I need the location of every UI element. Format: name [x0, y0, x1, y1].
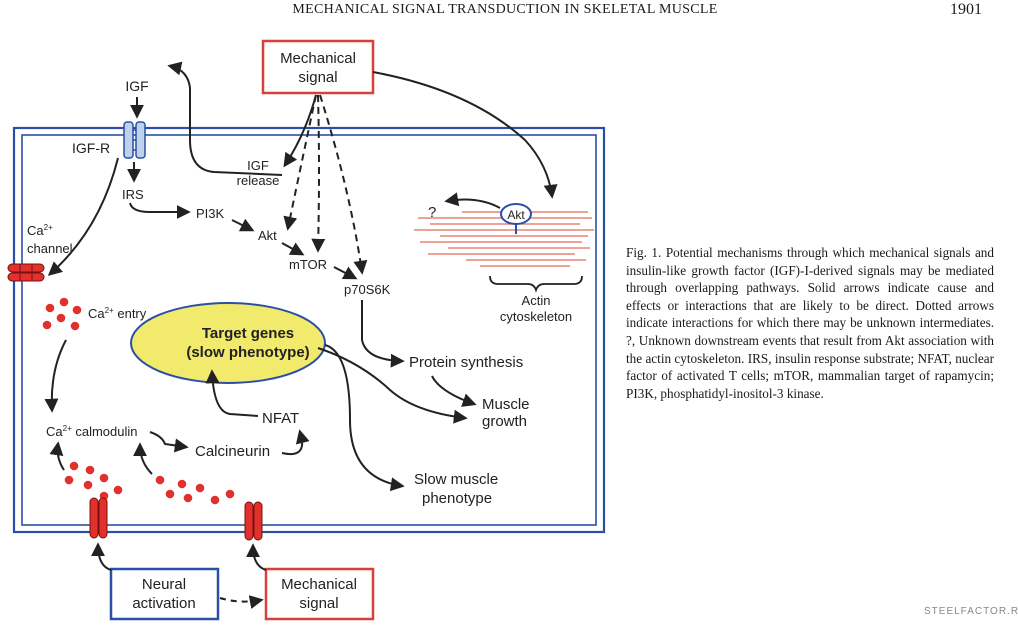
neural-to-mech-dotted-arrow: [219, 595, 264, 609]
ca-dots-bottom-right: [155, 475, 235, 505]
mech-to-mtor-dotted-arrow: [311, 94, 326, 253]
p70s6k-to-protein-synthesis-arrow: [361, 300, 405, 368]
cell-membrane-outer: [12, 126, 606, 534]
calmodulin-to-calcineurin-arrow: [149, 431, 189, 453]
mech-to-akt-dotted-arrow: [283, 94, 317, 231]
target-genes-line2: (slow phenotype): [186, 344, 309, 361]
slow-muscle-line2: phenotype: [422, 490, 492, 507]
akt-cytoskeleton-label: Akt: [507, 208, 525, 222]
ca-entry-label: Ca2+ entry: [88, 306, 147, 321]
ca-calmodulin-label: Ca2+ calmodulin: [46, 424, 138, 439]
unknown-question-mark: ?: [428, 204, 436, 221]
akt-label: Akt: [258, 228, 277, 243]
ca-entry-to-calmodulin-arrow: [44, 339, 67, 413]
ca-channel-left: [7, 263, 45, 282]
irs-to-pi3k-arrow: [129, 202, 191, 219]
akt-to-mtor-arrow: [281, 242, 305, 256]
igf-release-line1: IGF: [247, 158, 269, 173]
nucleus-to-growth-arrow: [317, 347, 468, 424]
ca-channel-word: channel: [27, 241, 73, 256]
nucleus-target-genes: [130, 302, 326, 384]
ca-channel-label: Ca2+: [27, 223, 53, 238]
slow-muscle-line1: Slow muscle: [414, 471, 498, 488]
igf-receptor: [123, 121, 146, 159]
pi3k-label: PI3K: [196, 206, 225, 221]
akt-to-unknown-arrow: [444, 192, 501, 209]
target-genes-line1: Target genes: [202, 325, 294, 342]
ca-channel-bottom-right: [244, 501, 263, 541]
ca-dots-bottom-left: [64, 461, 123, 501]
figure-caption: Fig. 1. Potential mechanisms through whi…: [626, 245, 994, 401]
igf-r-to-ca-channel-arrow: [47, 157, 119, 276]
pi3k-to-akt-arrow: [231, 218, 255, 232]
nfat-to-nucleus-arrow: [205, 369, 259, 417]
igf-release-to-igf-arrow: [167, 61, 283, 176]
mechanical-signal-top-line1: Mechanical: [280, 50, 356, 67]
actin-brace: [489, 275, 583, 293]
mech-to-p70s6k-dotted-arrow: [319, 94, 368, 275]
protein-synthesis-label: Protein synthesis: [409, 354, 523, 371]
bottom-ca-to-calmodulin-arrow-right: [133, 442, 153, 475]
muscle-growth-line2: growth: [482, 413, 527, 430]
mechanical-signal-bottom-line1: Mechanical: [281, 576, 357, 593]
ca-channel-bottom-left: [89, 497, 108, 539]
mechanical-signal-bottom-line2: signal: [299, 595, 338, 612]
ca-entry-dots: [42, 297, 82, 331]
actin-label-line2: cytoskeleton: [500, 309, 572, 324]
calcineurin-to-nfat-arrow: [281, 429, 310, 456]
muscle-growth-line1: Muscle: [482, 396, 530, 413]
igf-r-label: IGF-R: [72, 140, 110, 156]
nfat-label: NFAT: [262, 410, 299, 427]
neural-activation-line1: Neural: [142, 576, 186, 593]
irs-label: IRS: [122, 187, 144, 202]
igf-label: IGF: [125, 78, 148, 94]
mech-to-igf-release-arrow: [283, 94, 317, 168]
p70s6k-label: p70S6K: [344, 282, 391, 297]
neural-activation-box: [109, 567, 220, 621]
neural-activation-line2: activation: [132, 595, 195, 612]
mtor-to-p70s6k-arrow: [333, 266, 358, 280]
mechanical-signal-box-top: [261, 39, 375, 95]
igf-release-line2: release: [237, 173, 280, 188]
mech-to-channel-arrow: [246, 543, 267, 571]
page-number: 1901: [950, 1, 982, 18]
mtor-label: mTOR: [289, 257, 327, 272]
watermark: STEELFACTOR.RU: [924, 606, 1018, 617]
mechanical-signal-box-bottom: [264, 567, 375, 621]
cell-membrane-inner: [21, 134, 597, 526]
mechanical-signal-top-line2: signal: [298, 69, 337, 86]
mech-to-akt-cytoskeleton-arrow: [372, 71, 558, 199]
neural-to-channel-arrow: [91, 542, 112, 571]
calcineurin-label: Calcineurin: [195, 443, 270, 460]
nucleus-to-slow-phenotype-arrow: [324, 344, 405, 492]
protein-synthesis-to-growth-arrow: [431, 375, 477, 407]
bottom-ca-to-calmodulin-arrow-left: [49, 441, 65, 471]
actin-label-line1: Actin: [522, 293, 551, 308]
running-head-title: MECHANICAL SIGNAL TRANSDUCTION IN SKELET…: [292, 2, 718, 17]
